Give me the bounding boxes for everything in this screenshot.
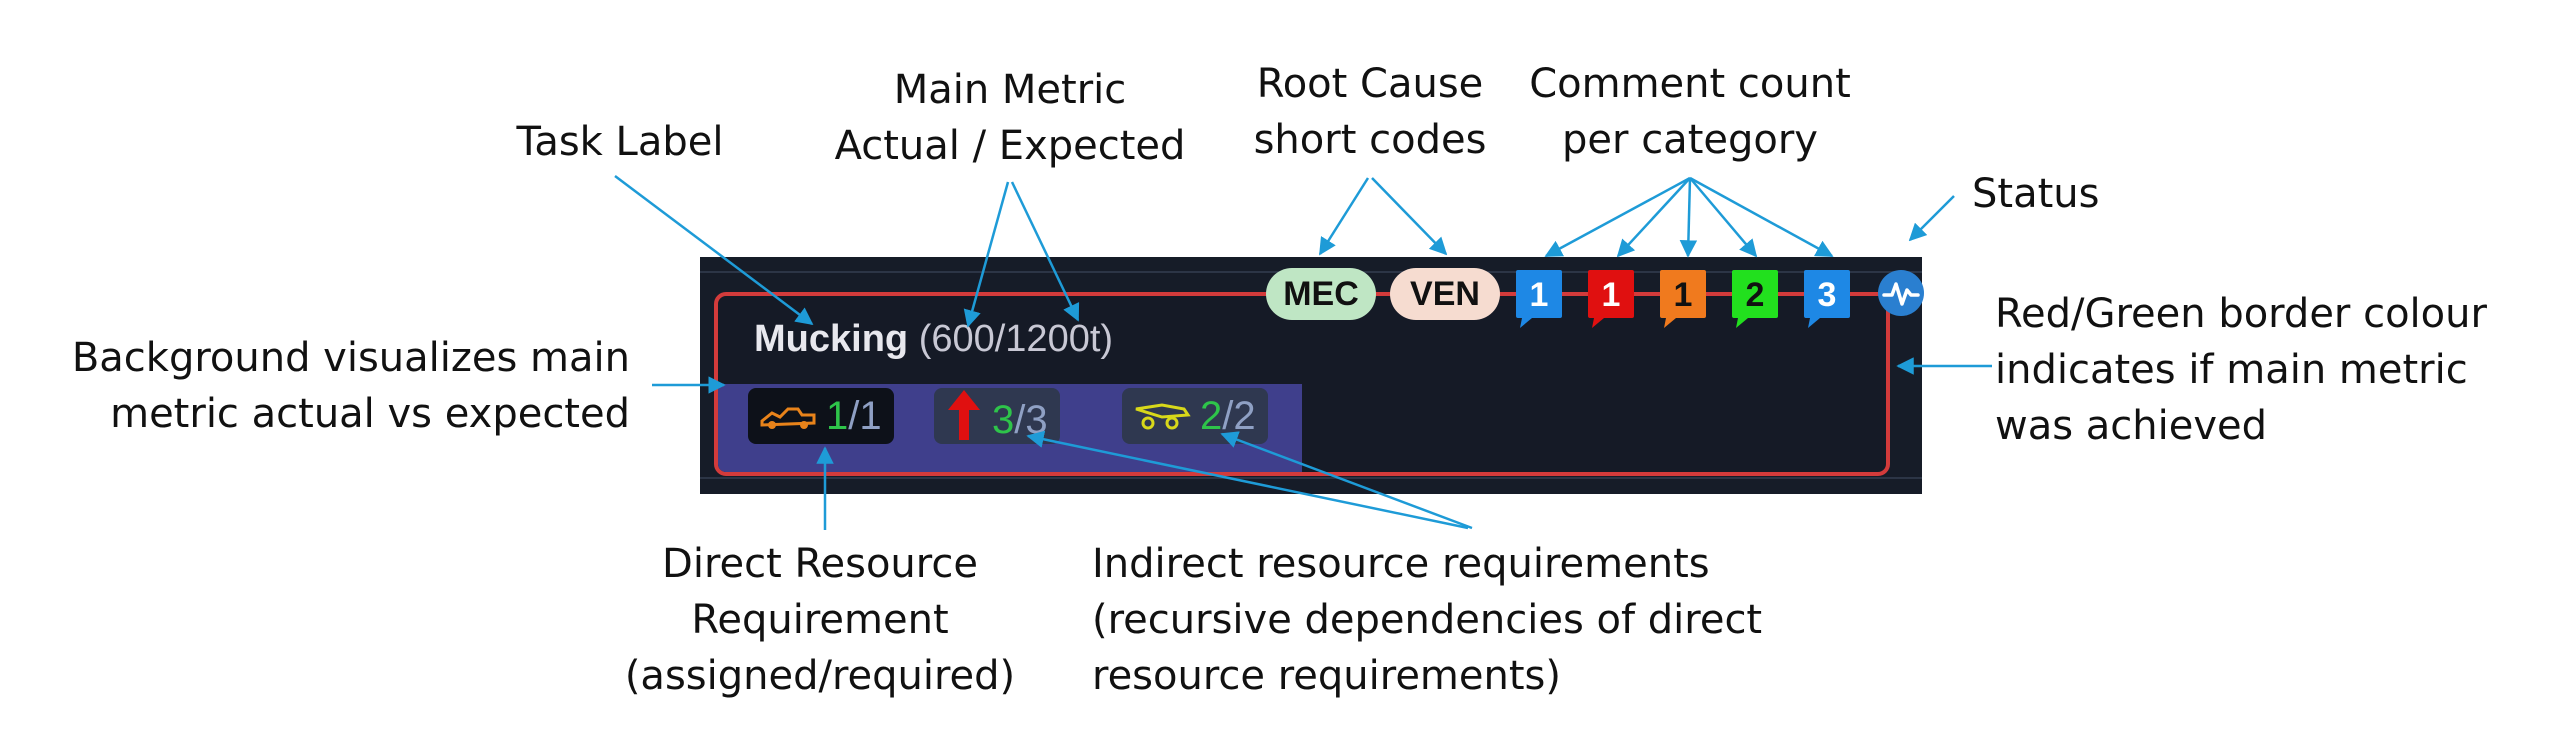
speech-bubble-icon xyxy=(1660,270,1706,328)
leader-indirect-resource-2 xyxy=(1220,431,1473,530)
annotation-direct-resource: Direct Resource Requirement (assigned/re… xyxy=(600,536,1040,704)
loader-icon xyxy=(758,390,818,446)
comment-count: 2 xyxy=(1745,276,1765,314)
annotation-text: Main Metric xyxy=(893,67,1127,113)
resource-assigned: 3 xyxy=(992,398,1015,443)
annotation-text: short codes xyxy=(1253,117,1487,163)
annotation-text: (assigned/required) xyxy=(624,653,1016,699)
task-name: Mucking xyxy=(754,318,909,360)
annotation-background: Background visualizes main metric actual… xyxy=(20,330,630,442)
annotation-text: Actual / Expected xyxy=(834,123,1186,169)
annotation-text: Red/Green border colour xyxy=(1995,291,2487,337)
annotation-text: indicates if main metric xyxy=(1995,347,2468,393)
resource-required: 1 xyxy=(859,394,882,438)
annotation-text: Indirect resource requirements xyxy=(1092,541,1710,587)
annotation-root-cause: Root Cause short codes xyxy=(1220,56,1520,168)
annotation-main-metric: Main Metric Actual / Expected xyxy=(800,62,1220,174)
leader-main-metric-expected xyxy=(1010,181,1080,322)
annotation-task-label: Task Label xyxy=(480,114,760,170)
annotation-status: Status xyxy=(1972,166,2099,222)
speech-bubble-icon xyxy=(1804,270,1850,328)
annotation-text: (recursive dependencies of direct xyxy=(1092,597,1763,643)
leader-main-metric-actual xyxy=(963,181,1010,328)
comment-badge[interactable]: 1 xyxy=(1658,268,1708,330)
leader-comment-4 xyxy=(1689,177,1758,258)
comment-badge[interactable]: 3 xyxy=(1802,268,1852,330)
annotation-text: metric actual vs expected xyxy=(110,391,630,437)
resource-separator: / xyxy=(1014,398,1026,443)
comment-count: 3 xyxy=(1817,276,1837,314)
leader-indirect-resource-1 xyxy=(1026,430,1469,530)
annotation-text: Comment count xyxy=(1529,61,1851,107)
leader-status xyxy=(1908,195,1955,242)
comment-badge[interactable]: 1 xyxy=(1586,268,1636,330)
resource-assigned: 1 xyxy=(826,394,849,438)
leader-comment-3 xyxy=(1679,177,1698,258)
resource-assigned: 2 xyxy=(1200,394,1223,438)
annotation-text: resource requirements) xyxy=(1092,653,1561,699)
speech-bubble-icon xyxy=(1732,270,1778,328)
task-card[interactable]: Mucking (600/1200t) 1/1 3/3 2/2 xyxy=(714,292,1890,476)
comment-badge[interactable]: 1 xyxy=(1514,268,1564,330)
pulse-icon[interactable] xyxy=(1876,268,1926,322)
annotation-indirect-resource: Indirect resource requirements (recursiv… xyxy=(1092,536,1762,704)
main-metric: (600/1200t) xyxy=(918,318,1114,360)
leader-task-label xyxy=(614,175,814,326)
leader-root-cause-ven xyxy=(1371,177,1448,256)
annotation-text: Requirement xyxy=(691,597,949,643)
comment-count: 1 xyxy=(1529,276,1549,314)
speech-bubble-icon xyxy=(1516,270,1562,328)
root-cause-badge-ven[interactable]: VEN xyxy=(1390,268,1500,320)
leader-comment-1 xyxy=(1544,176,1691,258)
annotation-text: per category xyxy=(1562,117,1818,163)
direct-resource-chip[interactable]: 1/1 xyxy=(748,388,894,444)
resource-separator: / xyxy=(848,394,860,438)
comment-count: 1 xyxy=(1673,276,1693,314)
annotation-text: Direct Resource xyxy=(662,541,978,587)
comment-count: 1 xyxy=(1601,276,1621,314)
annotation-comment-count: Comment count per category xyxy=(1500,56,1880,168)
root-cause-badge-mec[interactable]: MEC xyxy=(1266,268,1376,320)
annotation-text: Root Cause xyxy=(1256,61,1484,107)
leader-root-cause-mec xyxy=(1318,177,1370,256)
drill-icon xyxy=(1132,390,1192,446)
resource-required: 2 xyxy=(1233,394,1256,438)
indirect-resource-chip[interactable]: 2/2 xyxy=(1122,388,1268,444)
speech-bubble-icon xyxy=(1588,270,1634,328)
arrow-up-icon xyxy=(944,388,984,457)
annotation-text: Task Label xyxy=(516,119,724,165)
annotation-text: Background visualizes main xyxy=(71,335,630,381)
resource-separator: / xyxy=(1222,394,1234,438)
leader-comment-5 xyxy=(1689,176,1834,258)
frame-divider-bottom xyxy=(700,477,1922,479)
annotation-border: Red/Green border colour indicates if mai… xyxy=(1995,286,2487,454)
annotation-text: was achieved xyxy=(1995,403,2268,449)
comment-badge[interactable]: 2 xyxy=(1730,268,1780,330)
task-label: Mucking (600/1200t) xyxy=(754,318,1113,361)
annotation-text: Status xyxy=(1972,171,2100,217)
leader-comment-2 xyxy=(1616,177,1691,258)
